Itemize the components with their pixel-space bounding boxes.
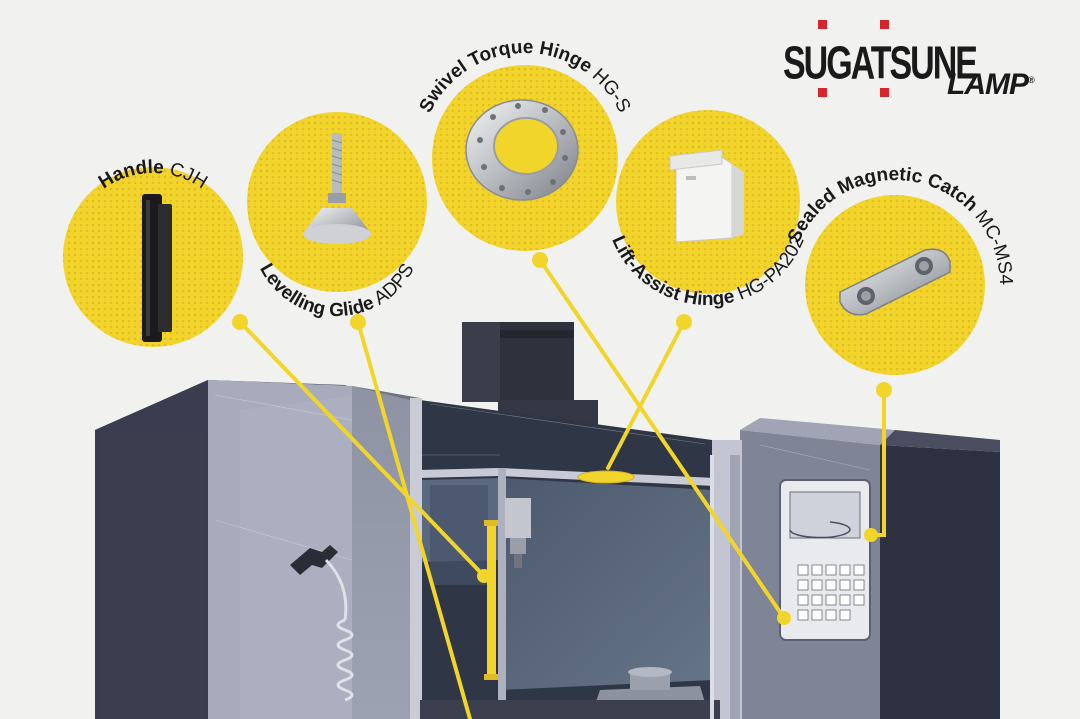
swivel-hinge-icon [465, 99, 579, 201]
leader-dots [232, 252, 892, 625]
sugatsune-logo-mark [818, 20, 889, 97]
magnetic-catch-icon [839, 248, 951, 316]
sugatsune-logo: SUGATSUNE [783, 38, 978, 90]
product-handle [63, 167, 243, 347]
handle-icon [142, 194, 172, 342]
product-lift-assist-hinge [616, 110, 800, 294]
lift-assist-hinge-icon [669, 149, 744, 243]
air-gun-icon [290, 545, 354, 702]
product-swivel-hinge [432, 65, 618, 251]
levelling-glide-icon [303, 133, 371, 244]
lamp-logo: LAMP® [947, 68, 1035, 101]
installed-hinge [577, 470, 635, 484]
installed-handle [484, 520, 498, 680]
leader-lines [238, 258, 886, 719]
control-panel [779, 479, 871, 641]
cnc-machine [95, 322, 1000, 719]
product-magnetic-catch [805, 195, 985, 375]
product-levelling-glide [247, 112, 427, 292]
